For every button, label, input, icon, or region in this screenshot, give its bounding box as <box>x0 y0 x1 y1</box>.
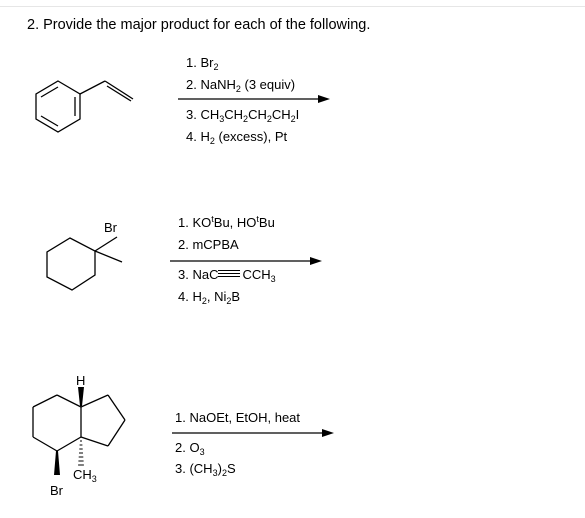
atom-label-ch3: CH3 <box>73 467 97 484</box>
reaction-1-reagent-1: 1. Br2 <box>186 55 219 72</box>
bicyclic-structure <box>32 394 126 452</box>
atom-label-br-2: Br <box>50 483 63 498</box>
reaction-2-reagent-4: 4. H2, Ni2B <box>178 289 241 306</box>
reaction-3-reagent-2: 2. O3 <box>175 440 205 457</box>
styrene-structure <box>35 80 134 133</box>
question-text: 2. Provide the major product for each of… <box>27 17 371 33</box>
triple-bond-glyph <box>218 270 240 277</box>
top-divider <box>0 6 585 7</box>
atom-label-br-1: Br <box>104 220 117 235</box>
reaction-3-arrow <box>172 429 334 437</box>
bromomethylcyclohexane-structure <box>46 236 123 291</box>
reaction-1-reagent-3: 3. CH3CH2CH2CH2I <box>186 107 300 124</box>
reaction-3-reagent-1: 1. NaOEt, EtOH, heat <box>175 410 301 425</box>
wedge-bond-br <box>54 451 60 475</box>
reaction-1-reagent-2: 2. NaNH2 (3 equiv) <box>186 77 296 94</box>
reaction-2-arrow <box>170 257 322 265</box>
hashed-bond-ch3 <box>78 440 84 466</box>
wedge-bond-h <box>78 387 84 406</box>
reaction-2-reagent-2: 2. mCPBA <box>178 237 239 252</box>
atom-label-h: H <box>76 373 86 388</box>
reaction-3-reagent-3: 3. (CH3)2S <box>175 461 236 478</box>
reaction-2-reagent-1: 1. KOtBu, HOtBu <box>178 214 275 230</box>
reaction-1-arrow <box>178 95 330 103</box>
reaction-1-reagent-4: 4. H2 (excess), Pt <box>186 129 288 146</box>
